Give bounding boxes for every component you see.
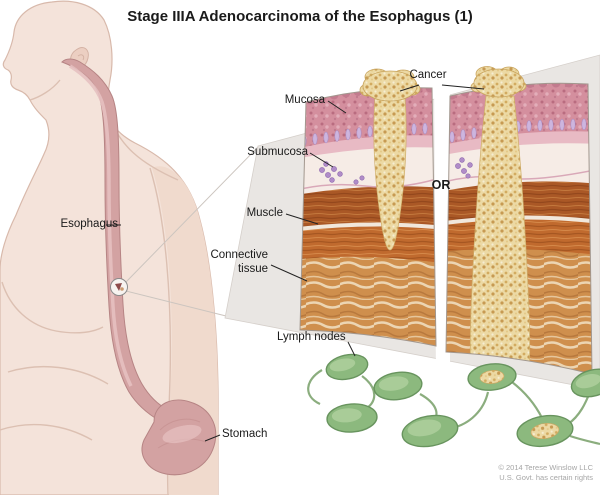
cancer-column-left: [373, 96, 407, 251]
tumor-site-marker: [110, 278, 128, 296]
label-submucosa: Submucosa: [247, 146, 308, 158]
esophagus-wall-panel-right: [445, 82, 593, 375]
zoom-callout-lines: [125, 146, 259, 317]
label-connective-tissue: Connective tissue: [210, 249, 268, 275]
cross-section-divider: [434, 74, 450, 382]
label-esophagus: Esophagus: [60, 218, 118, 230]
lymph-node-with-cancer: [516, 414, 574, 448]
label-stomach: Stomach: [222, 428, 268, 440]
lymph-node: [570, 368, 600, 398]
leader-lines: [106, 84, 485, 442]
label-cancer: Cancer: [409, 69, 447, 81]
label-mucosa: Mucosa: [284, 94, 325, 106]
copyright-notice: © 2014 Terese Winslow LLC U.S. Govt. has…: [498, 463, 593, 482]
esophagus-graphic: [61, 58, 169, 422]
copyright-line1: © 2014 Terese Winslow LLC: [498, 463, 593, 472]
stomach-graphic: [141, 399, 217, 476]
lymph-node-with-cancer: [467, 363, 517, 391]
lymph-node: [325, 353, 369, 381]
label-or: OR: [431, 178, 451, 192]
copyright-line2: U.S. Govt. has certain rights: [499, 472, 593, 482]
label-lymph-nodes: Lymph nodes: [277, 331, 346, 343]
cancer-mass-right: [470, 66, 527, 98]
page-title: Stage IIIA Adenocarcinoma of the Esophag…: [127, 8, 473, 25]
lymph-node: [401, 414, 459, 448]
label-muscle: Muscle: [246, 207, 283, 219]
lymph-node: [373, 371, 423, 401]
lymph-node: [326, 403, 378, 433]
